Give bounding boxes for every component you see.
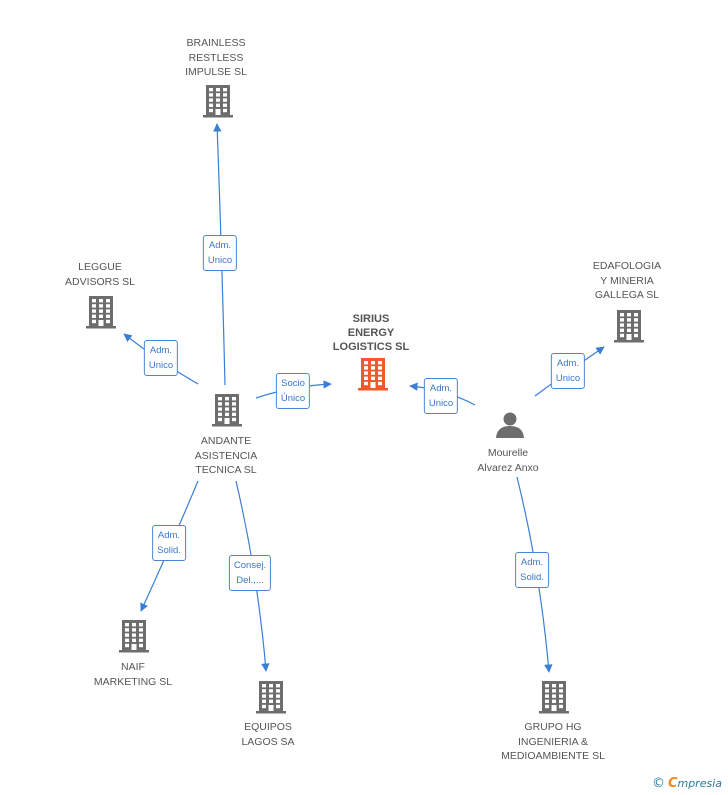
edge-label-mourelle-to-grupo[interactable]: Adm. Solid. [515, 552, 549, 588]
person-icon-mourelle[interactable] [496, 412, 524, 439]
node-label-sirius[interactable]: SIRIUS ENERGY LOGISTICS SL [332, 313, 410, 353]
node-label-mourelle[interactable]: Mourelle Alvarez Anxo [477, 447, 539, 474]
edge-label-andante-to-naif[interactable]: Adm. Solid. [152, 525, 186, 561]
edge-label-mourelle-to-edafologia[interactable]: Adm. Unico [550, 353, 586, 389]
edge-label-andante-to-equipos[interactable]: Consej. Del.,... [228, 555, 272, 591]
node-label-naif[interactable]: NAIF MARKETING SL [93, 661, 173, 688]
node-label-leggue[interactable]: LEGGUE ADVISORS SL [64, 261, 136, 288]
building-icon-equipos[interactable] [256, 681, 286, 714]
node-label-edafologia[interactable]: EDAFOLOGIA Y MINERIA GALLEGA SL [592, 260, 662, 301]
node-label-brainless[interactable]: BRAINLESS RESTLESS IMPULSE SL [185, 37, 247, 78]
building-icon-andante[interactable] [212, 394, 242, 427]
copyright-symbol: © [651, 776, 665, 791]
edge-label-andante-to-sirius[interactable]: Socio Único [275, 373, 311, 409]
nodes-layer [86, 85, 644, 714]
node-label-equipos[interactable]: EQUIPOS LAGOS SA [241, 721, 295, 748]
building-icon-sirius[interactable] [358, 358, 388, 391]
edge-label-andante-to-brainless[interactable]: Adm. Unico [202, 235, 238, 271]
brand-initial: C [667, 776, 678, 791]
building-icon-edafologia[interactable] [614, 310, 644, 343]
building-icon-brainless[interactable] [203, 85, 233, 118]
node-label-andante[interactable]: ANDANTE ASISTENCIA TECNICA SL [194, 435, 258, 476]
empresia-watermark: ©Cmpresia [652, 776, 722, 791]
building-icon-naif[interactable] [119, 620, 149, 653]
edge-label-mourelle-to-sirius[interactable]: Adm. Unico [423, 378, 459, 414]
brand-name: mpresia [677, 777, 722, 790]
edge-label-andante-to-leggue[interactable]: Adm. Unico [143, 340, 179, 376]
building-icon-grupo[interactable] [539, 681, 569, 714]
building-icon-leggue[interactable] [86, 296, 116, 329]
node-label-grupo[interactable]: GRUPO HG INGENIERIA & MEDIOAMBIENTE SL [501, 721, 605, 762]
edges-layer [123, 123, 605, 673]
